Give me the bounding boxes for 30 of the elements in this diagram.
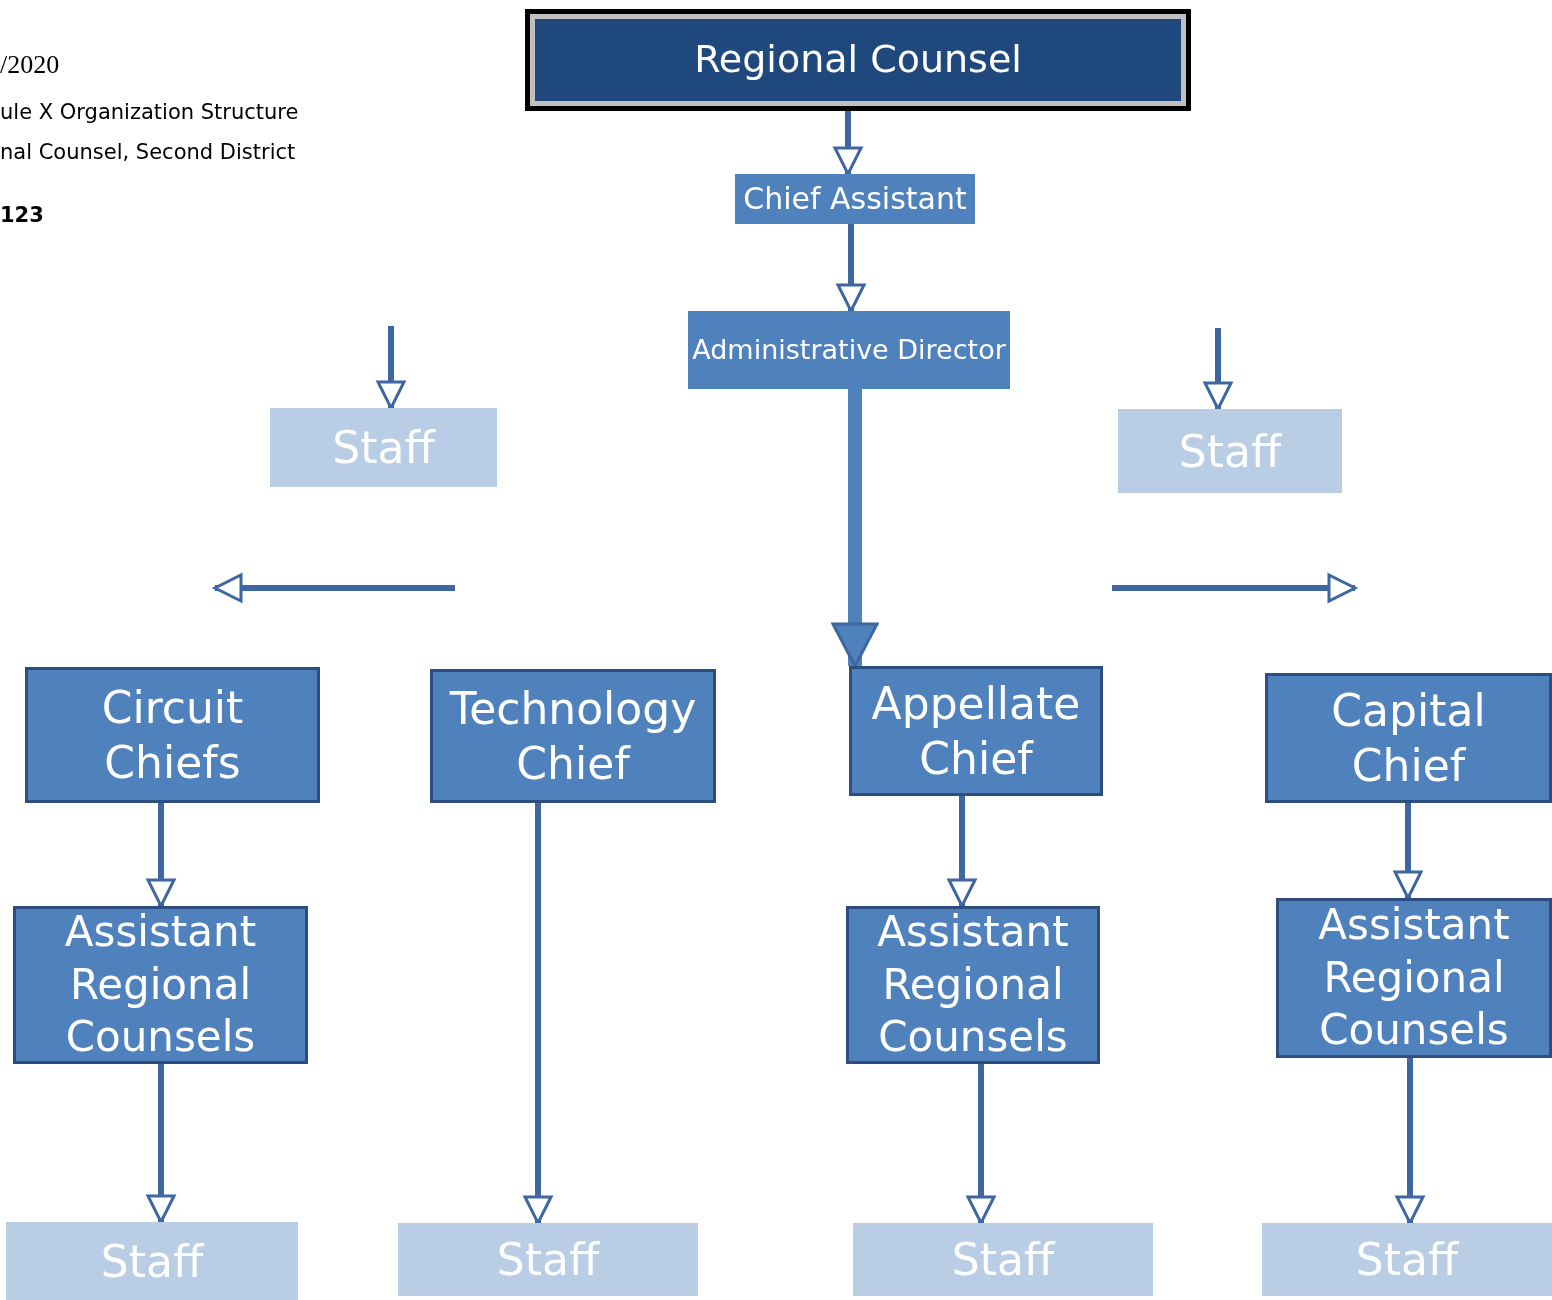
role-box: Assistant Regional Counsels [1276,898,1552,1058]
role-box: Administrative Director [688,311,1010,389]
arrow [1395,1058,1425,1225]
arrow [1203,328,1233,411]
arrow [146,1064,176,1224]
arrow [947,796,977,908]
header-text: 123 [0,203,44,227]
role-box: Technology Chief [430,669,716,803]
staff-box: Staff [1262,1223,1552,1296]
header-text: ule X Organization Structure [0,100,299,124]
staff-box: Staff [398,1223,698,1296]
staff-box: Staff [270,408,497,487]
staff-box: Staff [6,1222,298,1300]
header-text: nal Counsel, Second District [0,140,296,164]
role-box: Circuit Chiefs [25,667,320,803]
role-box: Assistant Regional Counsels [846,906,1100,1064]
header-text: /2020 [0,50,60,80]
role-box: Chief Assistant [735,174,975,224]
arrow [836,224,866,313]
staff-box: Staff [1118,409,1342,493]
role-box: Appellate Chief [849,666,1103,796]
arrow [831,389,879,668]
staff-box: Staff [853,1223,1153,1296]
arrow [523,803,553,1225]
role-box: Assistant Regional Counsels [13,906,308,1064]
role-box: Capital Chief [1265,673,1552,803]
arrow [966,1064,996,1225]
arrow [146,803,176,908]
arrow [376,326,406,410]
arrow [1393,803,1423,900]
